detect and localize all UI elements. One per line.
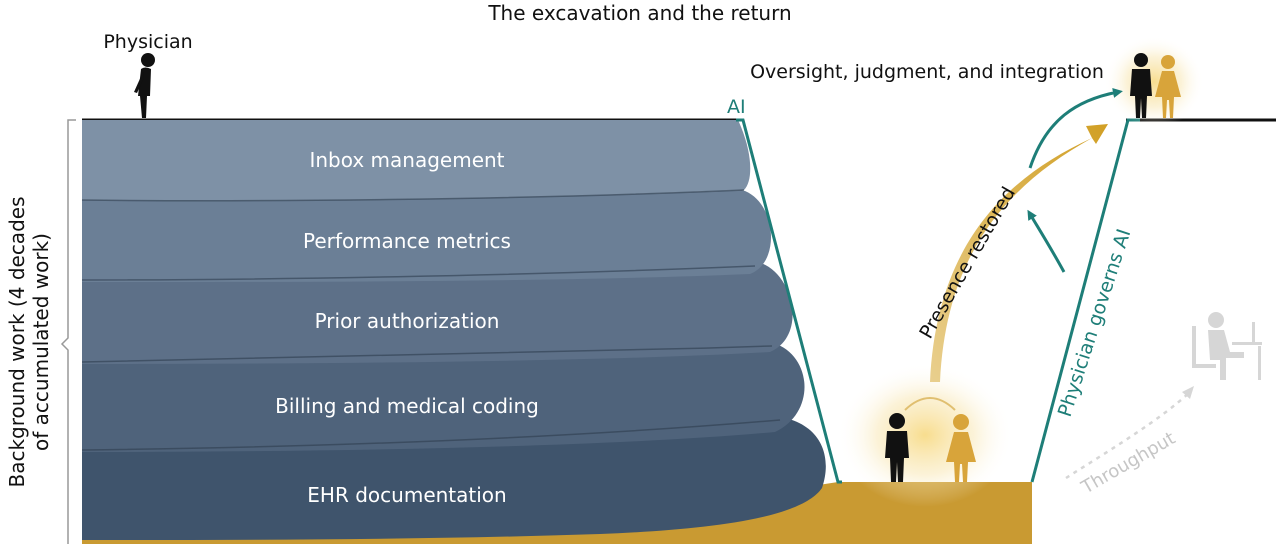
presence-restored-arrow	[930, 124, 1108, 382]
physician-governs-ai-label: Physician governs AI	[1054, 226, 1136, 419]
top-glow	[1104, 36, 1204, 128]
teal-arrow-mid	[1027, 209, 1066, 273]
background-line-1: Background work (4 decades	[5, 197, 29, 488]
pit-connection-arc	[904, 397, 956, 411]
pit-patient-icon	[946, 414, 976, 482]
layer-inbox-management	[82, 120, 751, 201]
layer-label-billing: Billing and medical coding	[275, 394, 539, 418]
layer-label-prior-auth: Prior authorization	[315, 309, 500, 333]
physician-label: Physician	[103, 31, 192, 53]
top-patient-icon	[1155, 55, 1181, 118]
layer-label-ehr: EHR documentation	[307, 483, 506, 507]
layer-billing-coding	[82, 342, 805, 452]
pit-wall-left	[736, 118, 842, 484]
pit-physician-icon	[885, 413, 909, 482]
pit-wall-right	[1030, 118, 1140, 483]
layer-performance-metrics	[82, 190, 772, 282]
ghost-worker-icon	[1192, 312, 1262, 380]
throughput-arrow	[1065, 391, 1191, 480]
teal-arrow-top	[1028, 88, 1123, 169]
oversight-label: Oversight, judgment, and integration	[750, 61, 1104, 83]
background-work-label: Background work (4 decades of accumulate…	[5, 197, 53, 488]
presence-restored-label: Presence restored	[915, 183, 1020, 342]
layer-label-performance: Performance metrics	[303, 229, 511, 253]
background-bracket	[60, 119, 76, 544]
layer-label-inbox: Inbox management	[309, 148, 504, 172]
throughput-arrow-head	[1182, 386, 1194, 399]
layer-prior-authorization	[82, 262, 793, 364]
background-line-2: of accumulated work)	[29, 233, 53, 451]
diagram-title: The excavation and the return	[487, 1, 791, 25]
pit-glow	[837, 363, 1013, 507]
top-physician-icon	[1130, 53, 1152, 118]
ai-label: AI	[727, 96, 746, 118]
physician-standing-icon	[134, 53, 155, 118]
